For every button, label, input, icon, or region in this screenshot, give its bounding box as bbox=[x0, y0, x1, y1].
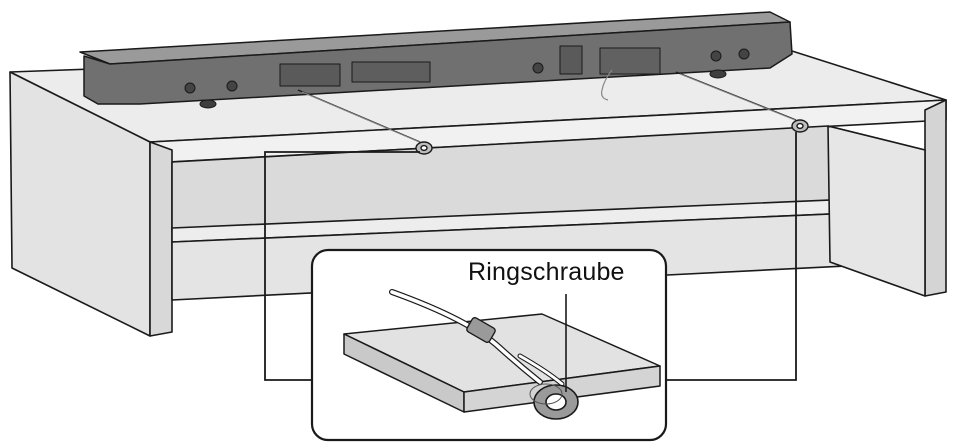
power-cable-icon bbox=[601, 69, 613, 101]
eye-screw-left bbox=[415, 141, 433, 155]
soundbar-back bbox=[83, 21, 793, 105]
soundbar-base-foot-right bbox=[709, 69, 727, 79]
soundbar-foot-4 bbox=[710, 50, 722, 62]
safety-cord-icon bbox=[679, 73, 801, 123]
soundbar-foot-2 bbox=[226, 80, 238, 92]
cabinet-right-side bbox=[924, 99, 947, 297]
soundbar-foot-left bbox=[184, 82, 196, 94]
soundbar-foot-3 bbox=[532, 62, 544, 74]
detail-cord bbox=[389, 289, 565, 387]
safety-cord-icon bbox=[301, 91, 425, 145]
soundbar-port-panel bbox=[351, 61, 431, 83]
soundbar-foot-right bbox=[738, 48, 750, 60]
cabinet-left-leg bbox=[149, 141, 173, 337]
soundbar-vent-right bbox=[559, 45, 583, 75]
soundbar-power-port bbox=[599, 47, 661, 75]
cabinet-right-inner bbox=[827, 125, 926, 297]
soundbar-base-foot-left bbox=[199, 99, 217, 109]
leader-line-right bbox=[666, 132, 797, 381]
leader-line-left bbox=[264, 151, 420, 381]
safety-cords bbox=[297, 71, 801, 145]
eye-screw-right bbox=[791, 119, 809, 133]
ring-screw-label: Ringschraube bbox=[468, 258, 625, 286]
soundbar-vent-left bbox=[279, 63, 341, 87]
eye-screw-icon bbox=[529, 383, 579, 420]
cord-clamp-icon bbox=[466, 316, 496, 344]
soundbar bbox=[79, 11, 793, 109]
callout-leaders bbox=[264, 132, 797, 381]
